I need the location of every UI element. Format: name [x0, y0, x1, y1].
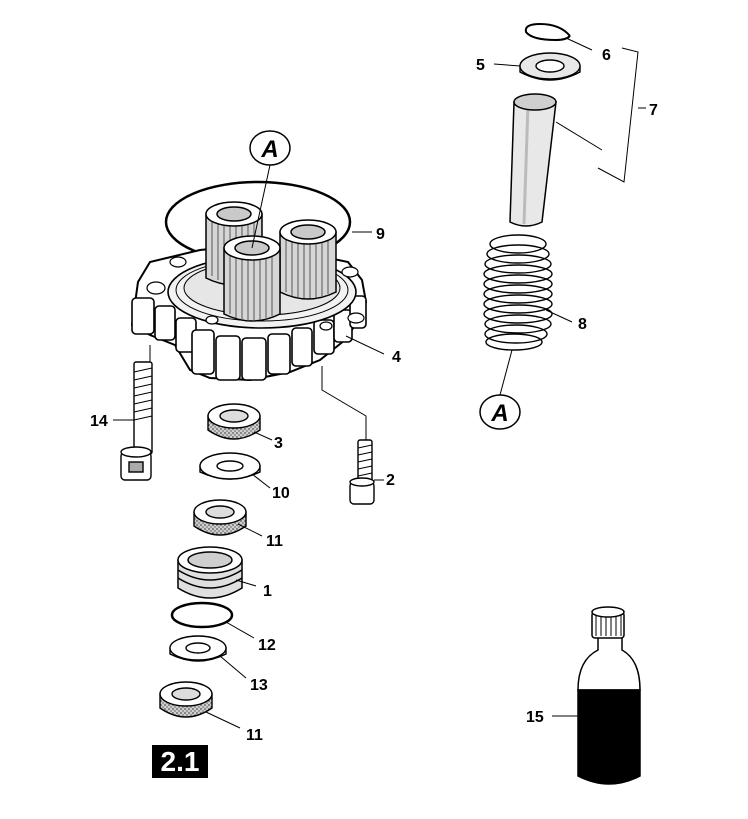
callout-6: 6 [602, 47, 611, 64]
piston-7 [509, 93, 557, 227]
bolt-14 [120, 361, 153, 481]
callout-8: 8 [578, 316, 587, 333]
ref-marker-bottom-label: A [490, 400, 508, 427]
seal-3 [207, 403, 261, 440]
callout-11-lower: 11 [246, 727, 263, 744]
callout-7: 7 [649, 102, 658, 119]
callout-11-upper: 11 [266, 533, 283, 550]
seal-11-lower [159, 681, 213, 718]
sleeve-1 [177, 546, 243, 599]
callout-4: 4 [392, 349, 401, 366]
callout-1: 1 [263, 583, 272, 600]
pump-head-assembly [130, 180, 368, 382]
ref-marker-bottom: A [479, 394, 521, 430]
callout-5: 5 [476, 57, 485, 74]
oring-12 [170, 601, 234, 629]
bolt-2 [349, 439, 375, 505]
washer-10 [199, 452, 261, 480]
callout-9: 9 [376, 226, 385, 243]
callout-15: 15 [526, 709, 544, 726]
section-tag: 2.1 [152, 745, 208, 778]
callout-13: 13 [250, 677, 268, 694]
ref-marker-top: A [249, 130, 291, 166]
ref-marker-top-label: A [260, 136, 278, 163]
washer-13 [169, 635, 227, 662]
circlip-6 [524, 22, 571, 42]
washer-5 [519, 52, 581, 81]
callout-10: 10 [272, 485, 290, 502]
callout-3: 3 [274, 435, 283, 452]
callout-12: 12 [258, 637, 276, 654]
seal-11-upper [193, 499, 247, 536]
spring-8 [483, 234, 553, 351]
oil-bottle-15 [577, 606, 641, 785]
callout-labels: 1 2 3 4 5 6 7 8 9 10 11 11 12 13 14 15 [90, 47, 658, 744]
leader-lines [113, 37, 646, 729]
callout-2: 2 [386, 472, 395, 489]
callout-14: 14 [90, 413, 108, 430]
